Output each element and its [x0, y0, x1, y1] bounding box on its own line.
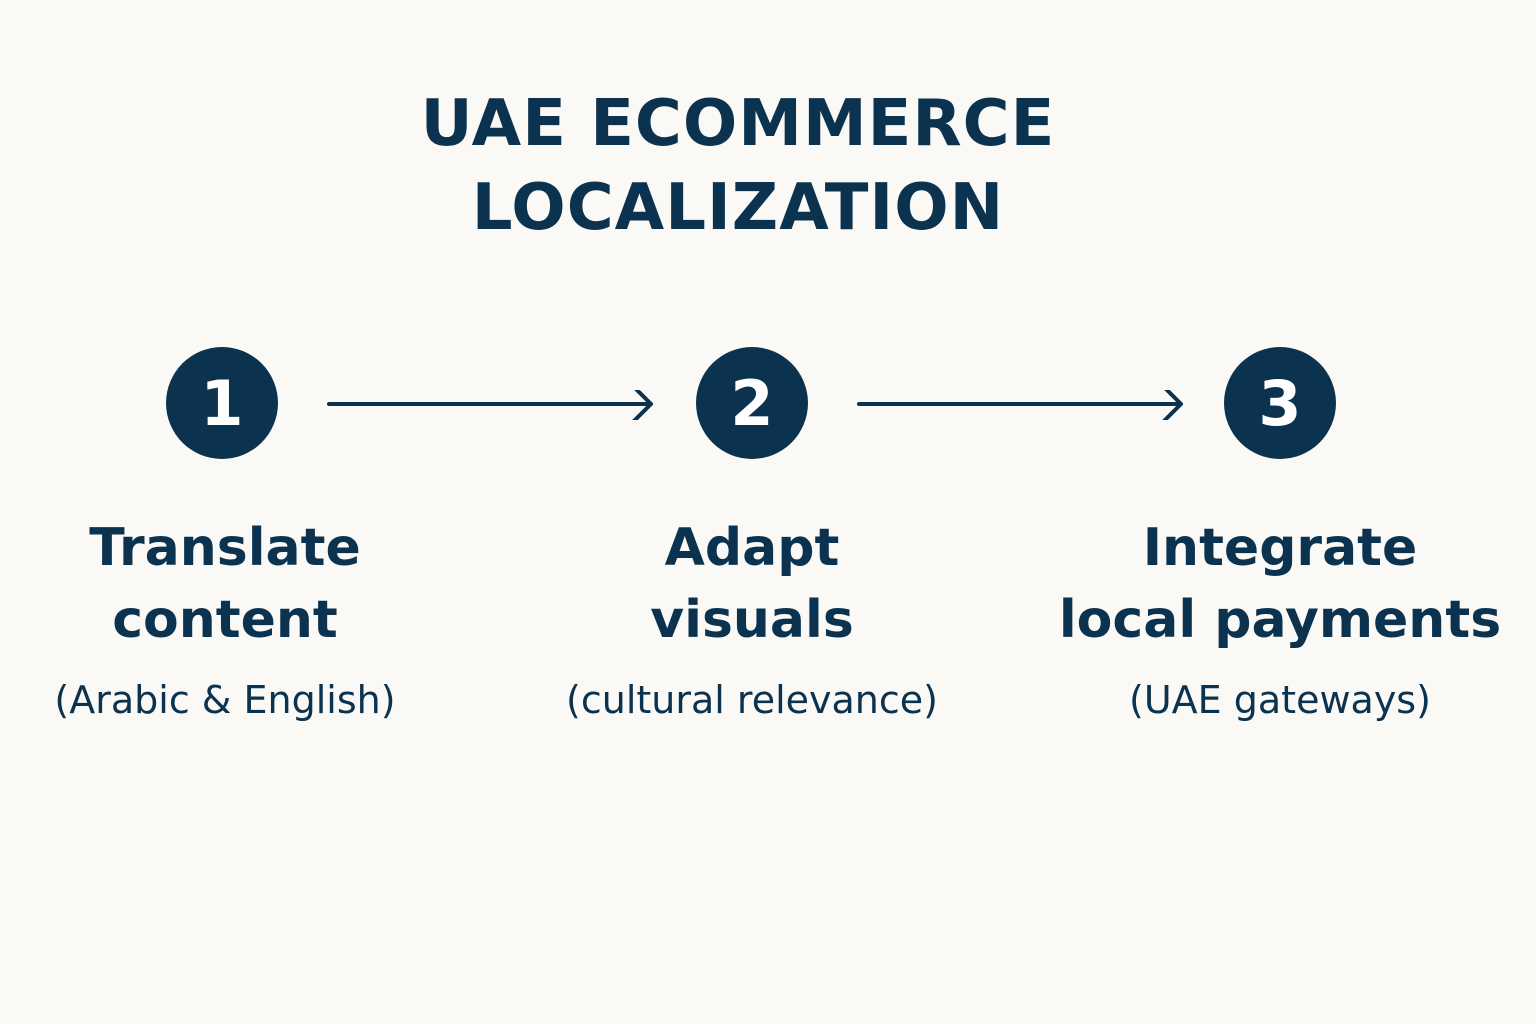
step-2: Adapt visuals (cultural relevance) — [492, 0, 1012, 724]
step-1: Translate content (Arabic & English) — [0, 0, 485, 724]
arrow-right-icon — [327, 390, 653, 420]
step-3-title-line-2: local payments — [1058, 590, 1502, 650]
arrow-right-icon — [857, 390, 1183, 420]
step-3-title: Integrate local payments — [1020, 512, 1536, 656]
step-2-title-line-1: Adapt — [664, 518, 840, 578]
step-3: Integrate local payments (UAE gateways) — [1020, 0, 1536, 724]
title-line-2: LOCALIZATION — [471, 171, 1005, 245]
step-3-subtitle: (UAE gateways) — [1129, 678, 1431, 722]
step-2-title-line-2: visuals — [650, 590, 854, 650]
step-1-title-line-2: content — [112, 590, 338, 650]
title-line-1: UAE ECOMMERCE — [420, 87, 1056, 161]
step-1-subtitle: (Arabic & English) — [54, 678, 396, 722]
step-1-title-line-1: Translate — [89, 518, 361, 578]
step-3-title-line-1: Integrate — [1142, 518, 1418, 578]
step-1-badge: 1 — [166, 347, 278, 459]
step-3-badge: 3 — [1224, 347, 1336, 459]
step-2-subtitle: (cultural relevance) — [566, 678, 938, 722]
step-2-badge: 2 — [696, 347, 808, 459]
step-1-title: Translate content — [0, 512, 485, 656]
step-2-title: Adapt visuals — [492, 512, 1012, 656]
